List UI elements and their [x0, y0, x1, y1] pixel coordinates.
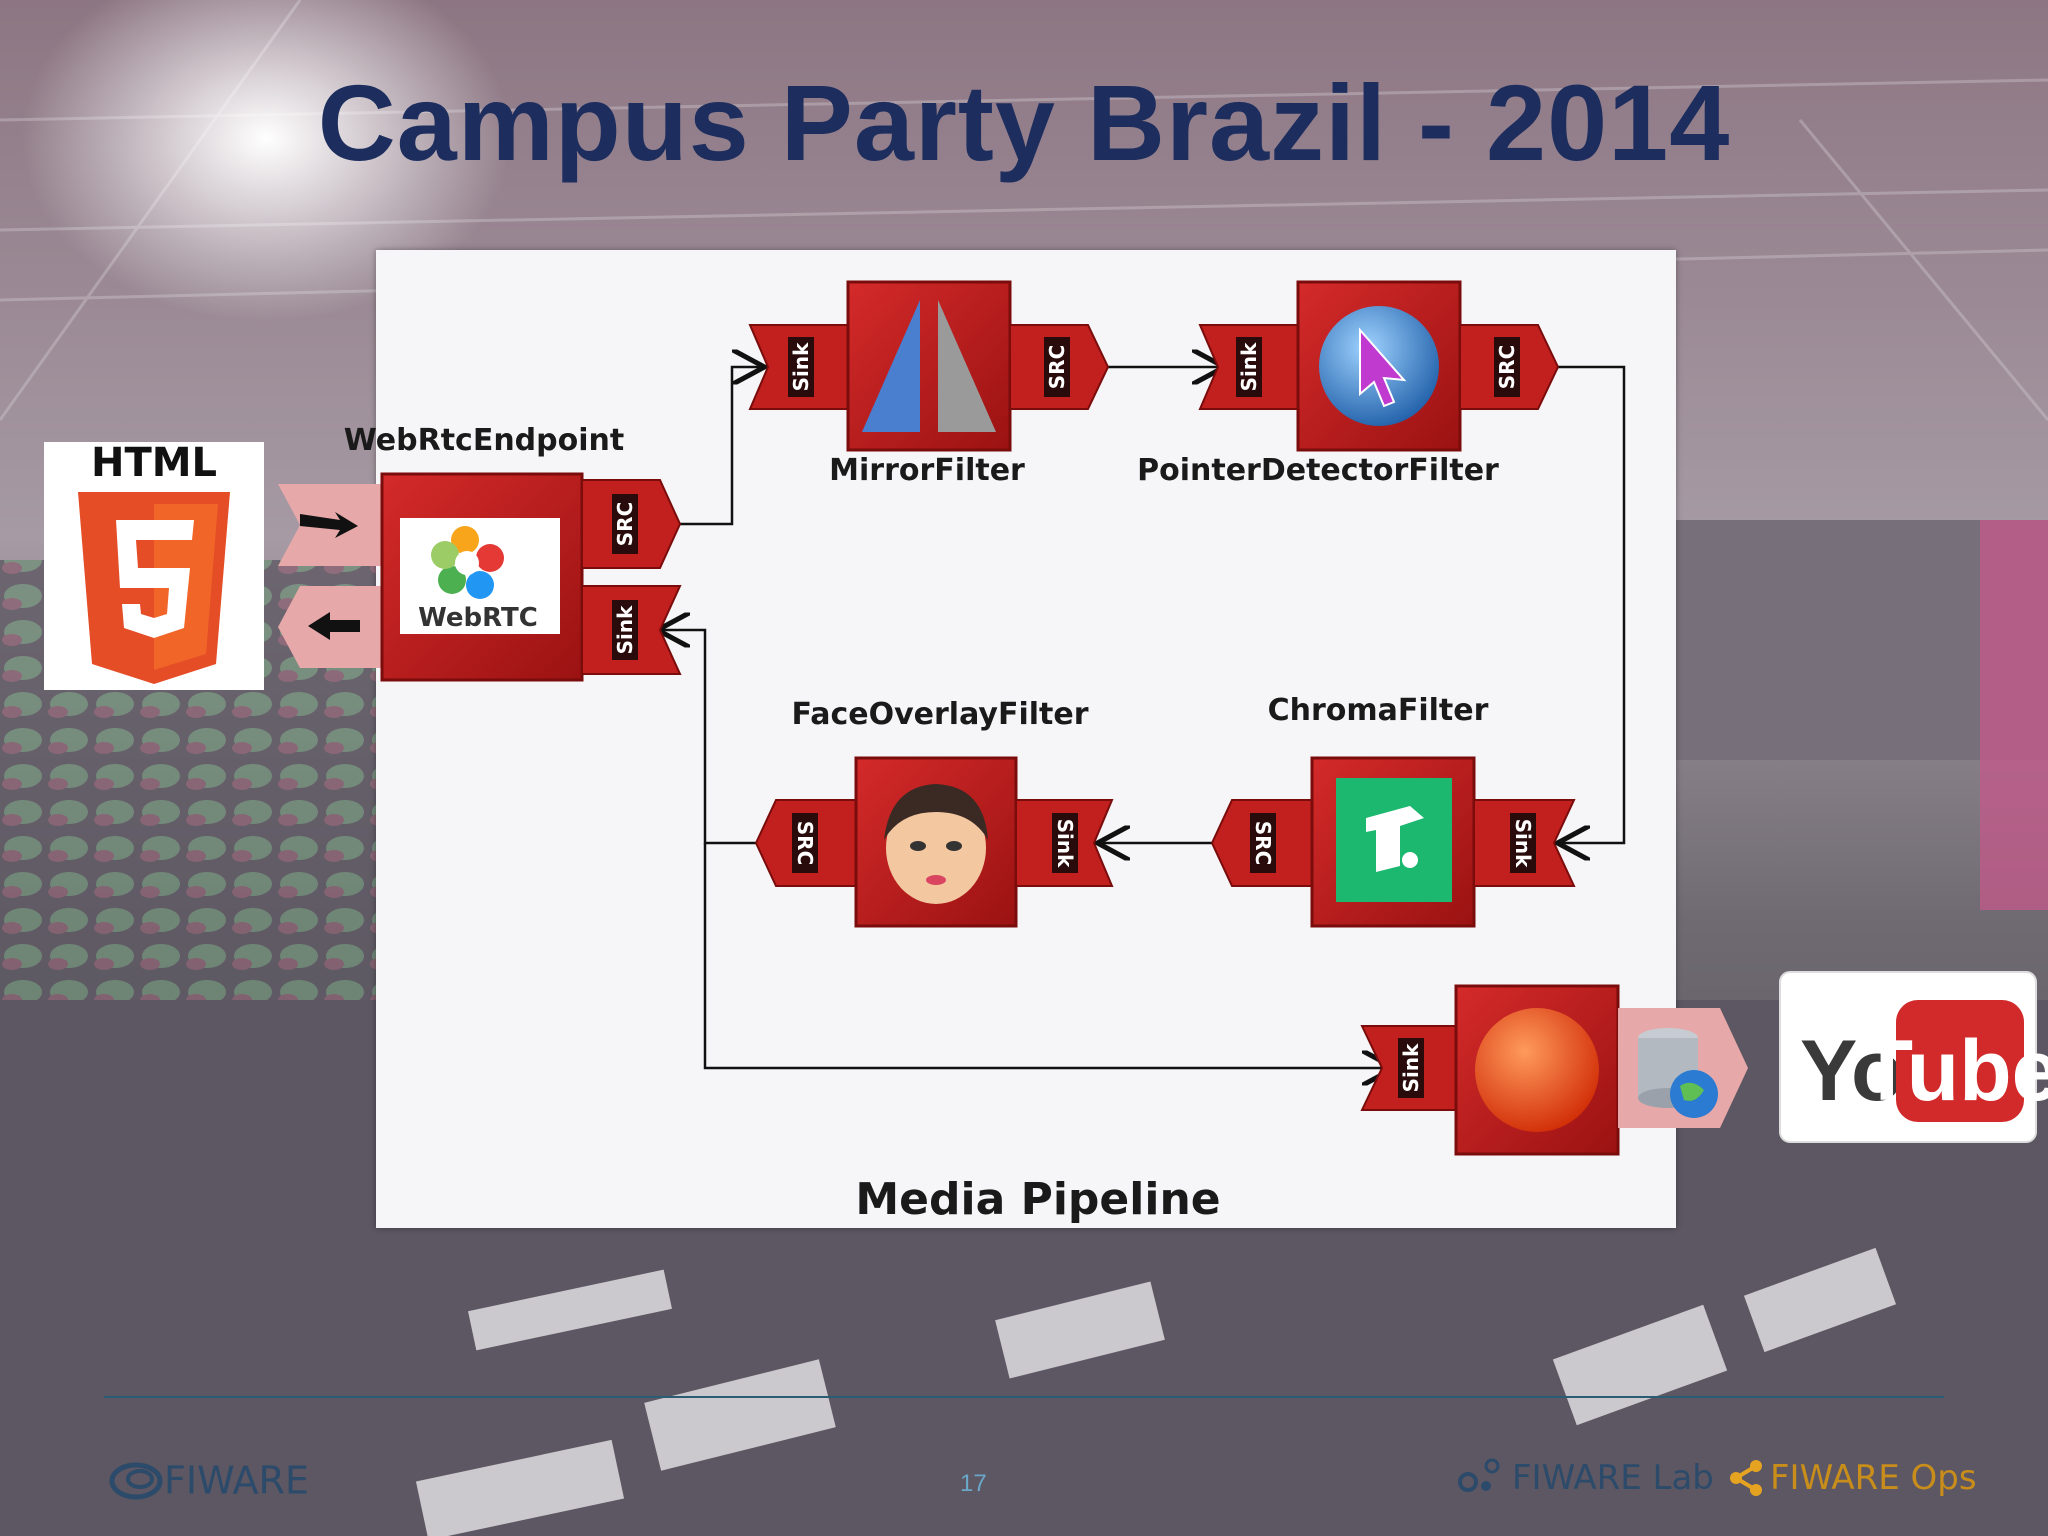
slide-title: Campus Party Brazil - 2014: [317, 62, 1731, 183]
fiware-logo-text: FIWARE: [164, 1458, 309, 1503]
chroma-sink-port: Sink: [1511, 819, 1535, 868]
webrtc-sink-port: Sink: [613, 605, 637, 654]
mirror-src-port: SRC: [1045, 345, 1069, 389]
pipeline-connectors: [660, 367, 1626, 1068]
fiware-lab-icon: [1458, 1458, 1500, 1492]
pointer-detector-filter-label: PointerDetectorFilter: [1137, 453, 1499, 488]
mirror-filter-label: MirrorFilter: [829, 453, 1025, 488]
html5-io-arrows: [278, 484, 382, 668]
webrtc-src-port: SRC: [613, 502, 637, 546]
face-overlay-filter-label: FaceOverlayFilter: [791, 697, 1088, 732]
fiware-logo: FIWARE: [108, 1456, 309, 1503]
recorder-node: Sink: [1360, 984, 1748, 1156]
database-globe-icon: [1638, 1028, 1718, 1118]
mirror-sink-port: Sink: [789, 342, 813, 391]
recorder-sink-port: Sink: [1399, 1043, 1423, 1092]
fiware-ops-icon: [1730, 1460, 1762, 1496]
record-icon: [1475, 1008, 1599, 1132]
chroma-src-port: SRC: [1251, 821, 1275, 865]
webrtc-logo-icon: [431, 526, 504, 599]
pointer-detector-icon: [1319, 306, 1439, 426]
html5-logo: HTML: [44, 440, 264, 690]
mirror-filter-node: Sink SRC MirrorFilter: [748, 280, 1110, 488]
face-icon: [884, 784, 988, 904]
face-sink-port: Sink: [1053, 819, 1077, 868]
footer-divider: [104, 1396, 1944, 1398]
webrtc-endpoint-label: WebRtcEndpoint: [344, 423, 624, 458]
diagram-caption: Media Pipeline: [855, 1174, 1220, 1225]
fiware-ops-logo: FIWARE Ops: [1726, 1456, 1977, 1500]
fiware-lab-logo-text: FIWARE Lab: [1512, 1458, 1714, 1498]
youtube-logo: You Tube: [1779, 971, 2048, 1143]
fiware-lab-logo: FIWARE Lab: [1456, 1456, 1714, 1500]
pointer-sink-port: Sink: [1237, 342, 1261, 391]
face-src-port: SRC: [793, 821, 817, 865]
youtube-tube-text: Tube: [1860, 1023, 2048, 1119]
fiware-swirl-icon: [109, 1462, 163, 1499]
face-overlay-filter-node: FaceOverlayFilter SRC Sink: [754, 697, 1114, 928]
fiware-ops-logo-text: FIWARE Ops: [1770, 1458, 1977, 1498]
chroma-icon: [1336, 778, 1452, 902]
chroma-filter-node: ChromaFilter SRC Sink: [1210, 693, 1576, 928]
mirror-icon: [862, 300, 996, 432]
page-number: 17: [960, 1470, 987, 1497]
chroma-filter-label: ChromaFilter: [1268, 693, 1489, 728]
pointer-detector-filter-node: Sink SRC PointerDetectorFilter: [1137, 280, 1560, 488]
html5-logo-text: HTML: [91, 440, 217, 486]
webrtc-logo-text: WebRTC: [418, 603, 538, 633]
pointer-src-port: SRC: [1495, 345, 1519, 389]
webrtc-endpoint-node: WebRtcEndpoint WebRTC SRC Sink: [344, 423, 682, 682]
